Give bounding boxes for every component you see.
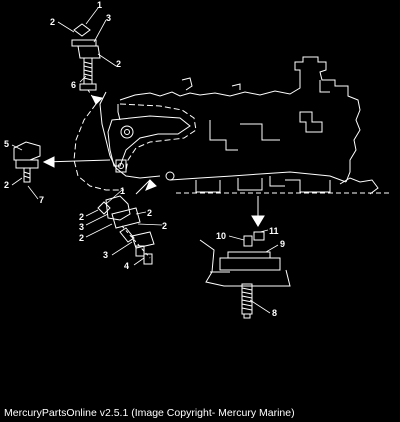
callout-2-lower-a: 2 <box>79 212 84 222</box>
callout-2-lower-c: 2 <box>147 208 152 218</box>
callout-6: 6 <box>71 80 76 90</box>
callout-8: 8 <box>272 308 277 318</box>
callout-2-lower-b: 2 <box>79 233 84 243</box>
upper-fastener-assembly <box>71 23 104 105</box>
callout-labels: 1 3 2 2 6 5 2 7 1 2 3 2 2 2 3 4 10 11 9 … <box>4 0 285 318</box>
callout-2-lower-d: 2 <box>162 221 167 231</box>
callout-2-left: 2 <box>4 180 9 190</box>
callout-2-top-left: 2 <box>50 17 55 27</box>
callout-7: 7 <box>39 195 44 205</box>
callout-1-lower: 1 <box>120 186 125 196</box>
callout-3-lower-a: 3 <box>79 222 84 232</box>
callout-3-top: 3 <box>106 13 111 23</box>
left-clamp-assembly <box>13 141 111 183</box>
mount-bracket <box>73 91 197 191</box>
exploded-view-drawing: 1 3 2 2 6 5 2 7 1 2 3 2 2 2 3 4 10 11 9 … <box>4 0 390 319</box>
engine-outline <box>117 56 390 195</box>
leader-lines <box>11 7 279 314</box>
callout-1-top: 1 <box>97 0 102 10</box>
callout-2-top-right: 2 <box>116 59 121 69</box>
copyright-caption: MercuryPartsOnline v2.5.1 (Image Copyrig… <box>4 407 295 419</box>
lower-right-assembly <box>199 196 291 319</box>
callout-3-lower-b: 3 <box>103 250 108 260</box>
callout-10: 10 <box>216 231 226 241</box>
lower-fastener-assembly <box>97 171 175 265</box>
callout-11: 11 <box>269 226 279 236</box>
callout-9: 9 <box>280 239 285 249</box>
callout-4: 4 <box>124 261 129 271</box>
callout-5: 5 <box>4 139 9 149</box>
